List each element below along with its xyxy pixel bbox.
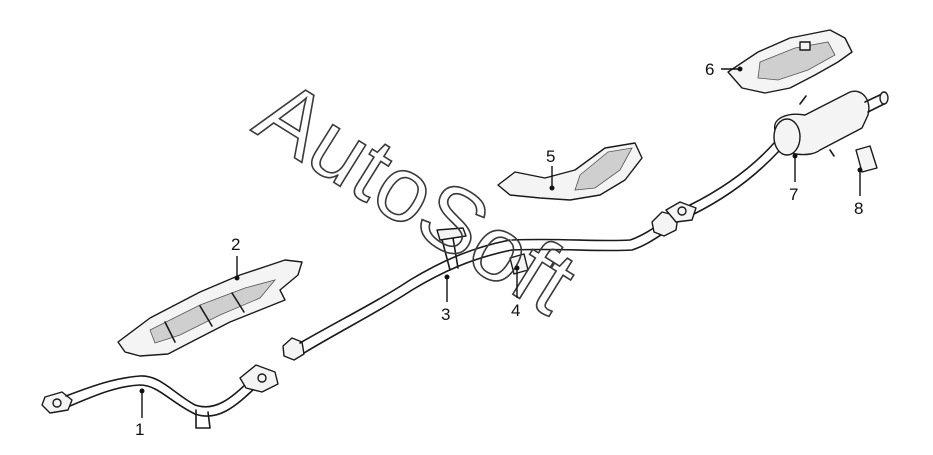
part-2-heat-shield[interactable] (117, 259, 303, 357)
intermediate-pipe[interactable] (511, 141, 781, 252)
callout-6-label: 6 (705, 60, 714, 79)
callout-7-label: 7 (789, 185, 798, 204)
callout-1-label: 1 (135, 420, 144, 439)
callout-2-label: 2 (231, 235, 240, 254)
callout-7: 7 (789, 153, 798, 204)
callout-1: 1 (135, 388, 145, 439)
callout-8-label: 8 (854, 199, 863, 218)
part-4-hanger[interactable] (509, 253, 529, 275)
callout-4: 4 (511, 265, 520, 320)
callout-2: 2 (231, 235, 240, 281)
callout-3: 3 (441, 274, 450, 324)
part-5-shield[interactable] (497, 142, 643, 201)
callout-5-label: 5 (546, 147, 555, 166)
part-1-front-pipe[interactable] (41, 364, 279, 429)
callout-5: 5 (546, 147, 555, 191)
callout-4-label: 4 (511, 301, 520, 320)
callout-6: 6 (705, 60, 743, 79)
part-8-rubber-hanger[interactable] (855, 145, 878, 173)
part-6-rear-shield[interactable] (727, 29, 853, 94)
part-3-center-pipe[interactable] (282, 227, 513, 361)
part-7-muffler[interactable] (773, 90, 889, 157)
callout-3-label: 3 (441, 305, 450, 324)
callout-8: 8 (854, 167, 863, 218)
